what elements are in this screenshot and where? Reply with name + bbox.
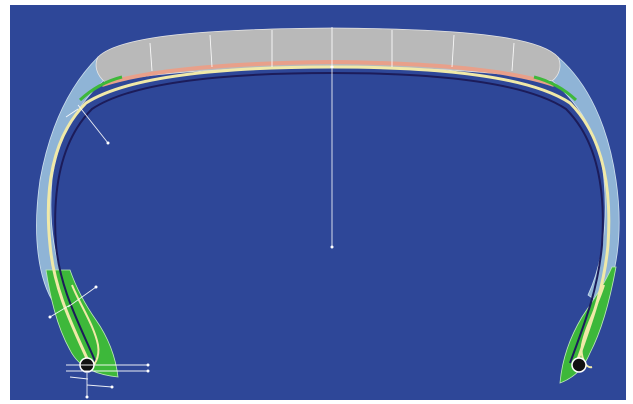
- bead-filler-left: [45, 269, 119, 378]
- shoulder-strip-right: [533, 75, 578, 102]
- bead-core-right: [571, 357, 587, 373]
- shoulder-strip-left: [78, 75, 123, 102]
- tire-cross-section-drawing: [36, 27, 620, 399]
- tire-cross-section-canvas[interactable]: [10, 5, 626, 400]
- carcass-ply: [46, 65, 611, 366]
- sidewall-rubber: [36, 56, 111, 306]
- mesh-nodes: [48, 65, 334, 399]
- tread-rubber: [95, 27, 561, 84]
- inner-liner: [54, 71, 604, 364]
- mesh-lines: [49, 27, 515, 397]
